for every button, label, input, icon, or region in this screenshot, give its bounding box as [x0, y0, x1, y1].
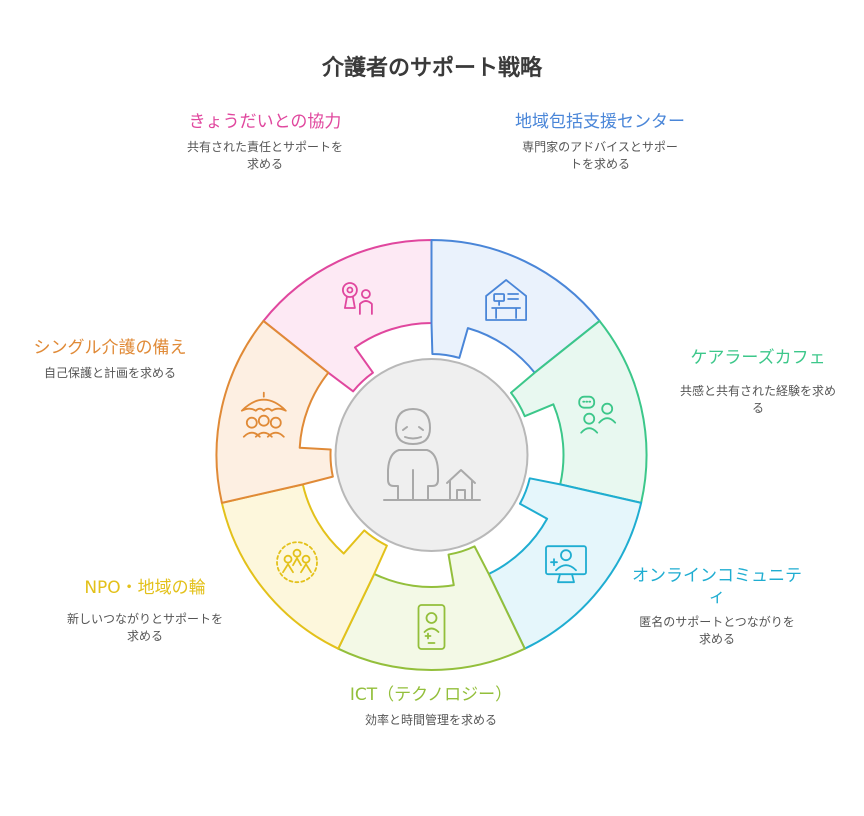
label-sibling-title: きょうだいとの協力	[188, 112, 342, 132]
tablet-medical-icon	[417, 604, 446, 650]
label-npo: NPO・地域の輪 新しいつながりとサポートを求める	[55, 578, 235, 645]
label-sibling: きょうだいとの協力 共有された責任とサポートを求める	[170, 112, 360, 173]
label-ict-desc: 効率と時間管理を求める	[364, 713, 497, 727]
umbrella-family-icon	[240, 391, 287, 438]
label-ict-title: ICT（テクノロジー）	[349, 685, 513, 705]
family-cooperation-icon	[341, 282, 373, 315]
label-single-desc: 自己保護と計画を求める	[43, 366, 176, 380]
caregiver-figure-with-house-icon	[383, 408, 481, 501]
label-single: シングル介護の備え 自己保護と計画を求める	[20, 338, 200, 382]
label-npo-title: NPO・地域の輪	[84, 578, 206, 598]
label-online: オンラインコミュニティ 匿名のサポートとつながりを求める	[632, 566, 802, 648]
label-online-title: オンラインコミュニティ	[632, 566, 802, 607]
label-regional-desc: 専門家のアドバイスとサポートを求める	[522, 140, 678, 171]
label-carer-cafe-desc: 共感と共有された経験を求める	[679, 384, 836, 415]
label-regional: 地域包括支援センター 専門家のアドバイスとサポートを求める	[505, 112, 695, 173]
label-regional-title: 地域包括支援センター	[515, 112, 685, 132]
support-center-desk-icon	[485, 279, 528, 321]
page-title: 介護者のサポート戦略	[321, 56, 542, 81]
label-ict: ICT（テクノロジー） 効率と時間管理を求める	[341, 685, 521, 729]
segment-single	[215, 319, 334, 504]
label-carer-cafe-title: ケアラーズカフェ	[690, 348, 826, 368]
computer-user-icon	[545, 545, 587, 584]
community-circle-icon	[276, 541, 318, 584]
chat-people-icon	[578, 395, 617, 434]
label-single-title: シングル介護の備え	[33, 338, 187, 358]
label-sibling-desc: 共有された責任とサポートを求める	[186, 140, 343, 171]
label-online-desc: 匿名のサポートとつながりを求める	[639, 615, 795, 646]
label-carer-cafe: ケアラーズカフェ 共感と共有された経験を求める	[668, 348, 848, 417]
center-hub	[334, 358, 529, 552]
label-npo-desc: 新しいつながりとサポートを求める	[66, 612, 223, 643]
